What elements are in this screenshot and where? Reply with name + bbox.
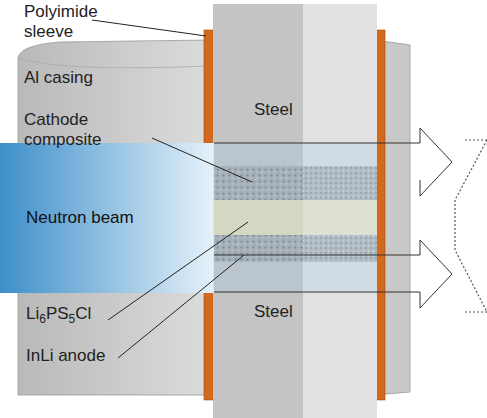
part-label: Steel [254,100,293,120]
part-label: Steel [254,302,293,322]
beam-label: Neutron beam [26,208,134,228]
part-label: Li6PS5Cl [26,304,91,329]
part-label: InLi anode [26,346,105,366]
part-label: Cathode composite [24,110,124,150]
part-label: Al casing [24,68,93,88]
part-label: Polyimide sleeve [24,2,114,42]
neutron-beam: Neutron beam [0,143,200,293]
